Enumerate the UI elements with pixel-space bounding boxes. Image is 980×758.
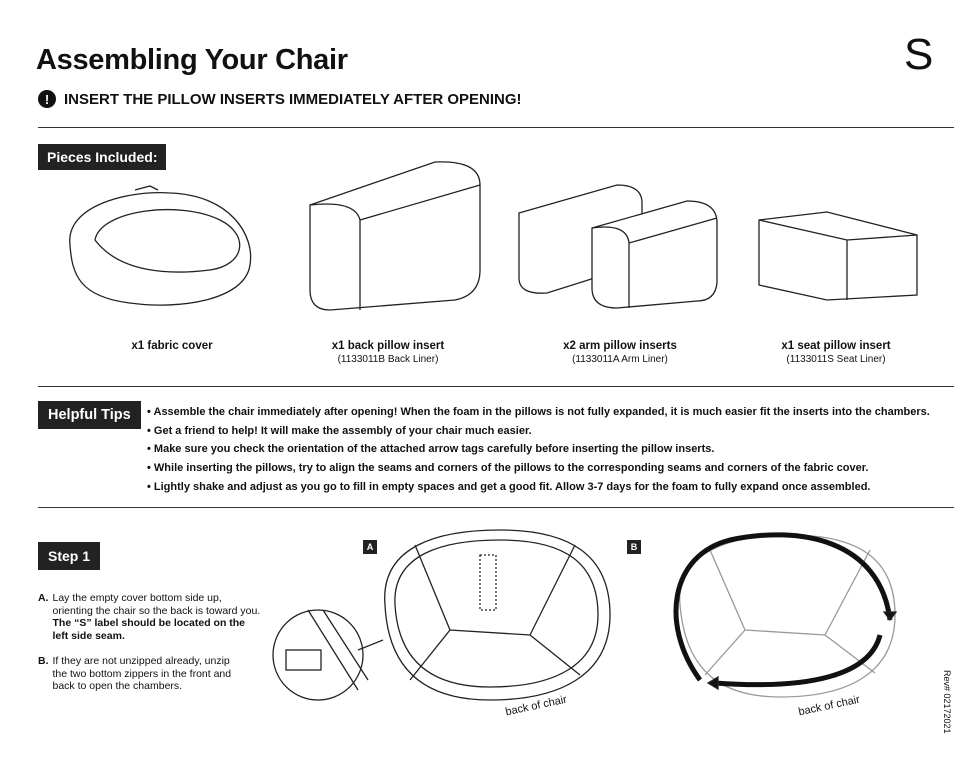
piece-caption: x1 fabric cover [131, 340, 213, 352]
piece-caption: x1 seat pillow insert(1133011S Seat Line… [781, 340, 891, 365]
back-pillow-illustration [309, 161, 481, 311]
seat-pillow-illustration [758, 211, 918, 301]
step-text: Lay the empty cover bottom side up, orie… [52, 592, 261, 617]
revision-number: Rev# 02172021 [942, 670, 952, 734]
cover-bottom-illustration-a [384, 529, 611, 701]
step1-label: Step 1 [38, 542, 101, 570]
divider [38, 507, 954, 508]
cover-unzip-illustration-b [673, 532, 898, 698]
divider [38, 127, 954, 128]
fabric-cover-illustration [69, 185, 252, 306]
exclamation-icon: ! [38, 90, 56, 108]
step-note: The “S” label should be located on the l… [52, 617, 246, 642]
warning-text: INSERT THE PILLOW INSERTS IMMEDIATELY AF… [64, 90, 522, 108]
tip-item: • While inserting the pillows, try to al… [147, 462, 869, 475]
piece-caption: x1 back pillow insert(1133011B Back Line… [331, 340, 445, 365]
divider [38, 386, 954, 387]
label-detail-illustration [272, 609, 384, 701]
step-text: If they are not unzipped already, unzip … [52, 655, 232, 692]
tips-list: • Assemble the chair immediately after o… [147, 403, 930, 497]
piece-caption: x2 arm pillow inserts(1133011A Arm Liner… [563, 340, 677, 365]
tip-item: • Make sure you check the orientation of… [147, 443, 715, 456]
tip-item: • Get a friend to help! It will make the… [147, 424, 532, 437]
warning-banner: ! INSERT THE PILLOW INSERTS IMMEDIATELY A… [38, 90, 522, 108]
tip-item: • Assemble the chair immediately after o… [147, 406, 930, 418]
arm-pillows-illustration [518, 184, 718, 309]
step-letter: B. [38, 655, 49, 667]
pieces-label: Pieces Included: [38, 144, 167, 170]
step1-instructions: A.Lay the empty cover bottom side up, or… [38, 592, 263, 706]
brand-logo: S [904, 30, 934, 79]
page-title: Assembling Your Chair [36, 44, 348, 76]
helpful-tips-label: Helpful Tips [38, 401, 141, 429]
step-letter: A. [38, 592, 49, 604]
figure-b-label: B [627, 540, 641, 554]
figure-a-label: A [363, 540, 377, 554]
tip-item: • Lightly shake and adjust as you go to … [147, 480, 871, 493]
